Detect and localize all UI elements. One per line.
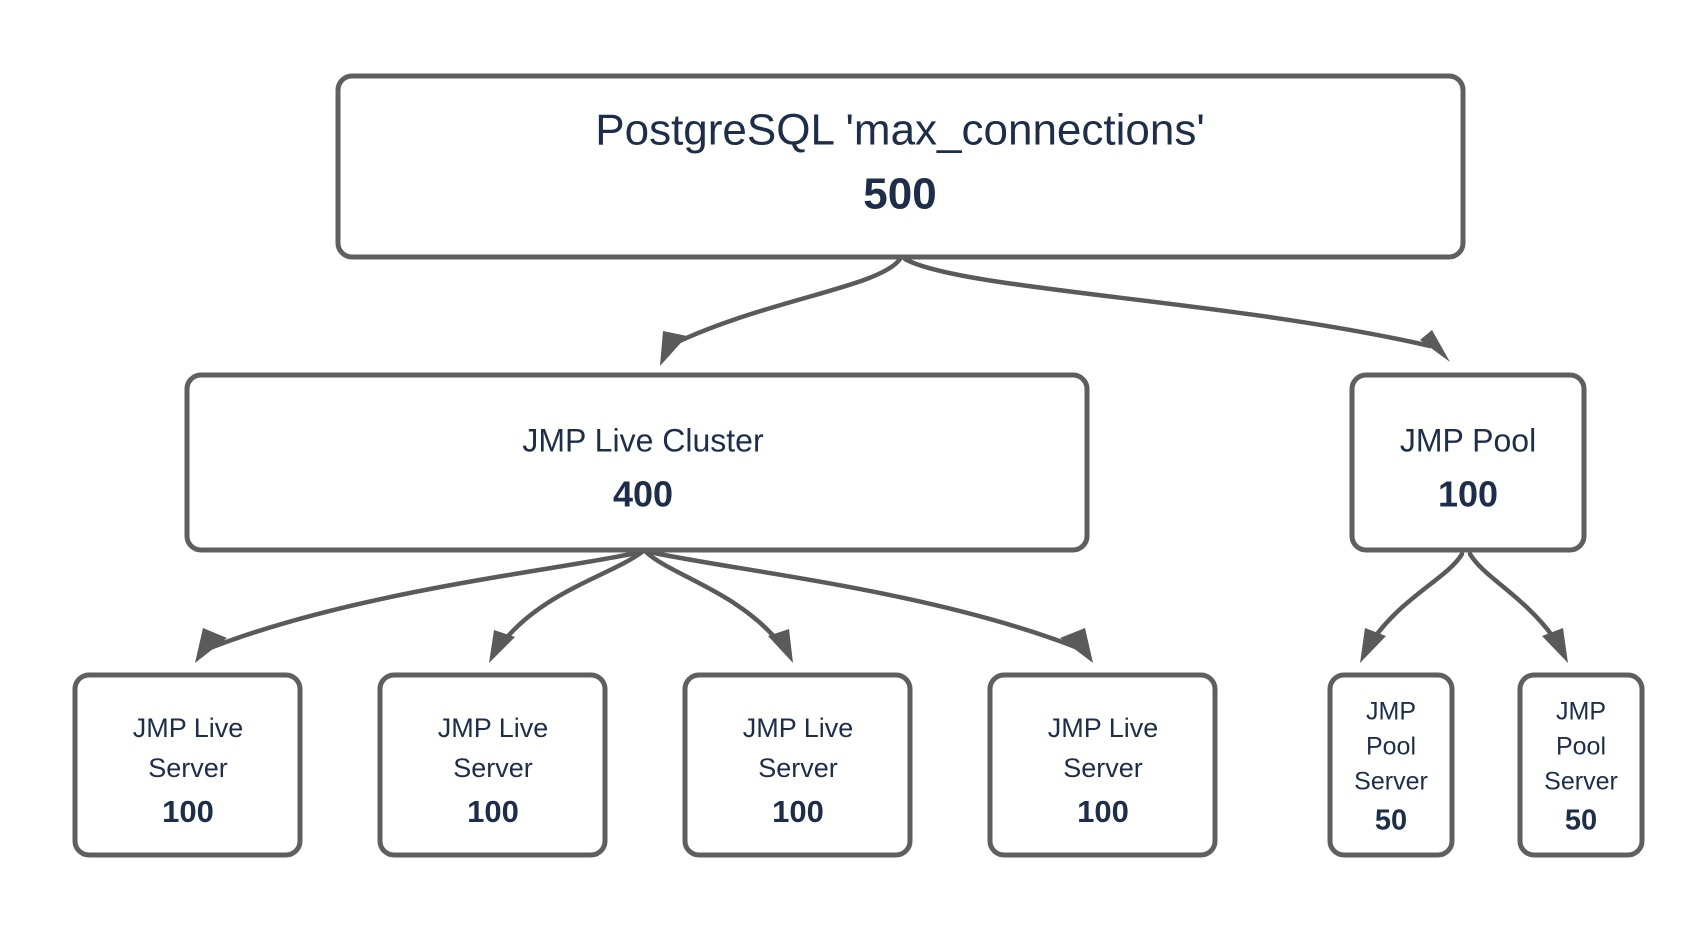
node-jmp-live-server-2[interactable]: JMP Live Server 100 (377, 672, 608, 858)
arrow-head (1060, 628, 1093, 663)
node-box[interactable] (987, 672, 1218, 858)
node-box[interactable] (335, 73, 1466, 260)
edge-cluster-to-live-server-1 (195, 549, 644, 663)
node-postgresql-max-connections[interactable]: PostgreSQL 'max_connections' 500 (335, 73, 1466, 260)
node-value: 100 (1438, 474, 1498, 515)
edge-line (647, 549, 1081, 651)
node-label: PostgreSQL 'max_connections' (595, 106, 1205, 155)
node-value: 100 (162, 794, 214, 829)
arrow-head (489, 630, 515, 663)
node-label-line2: Pool (1556, 733, 1606, 761)
node-value: 50 (1565, 805, 1597, 837)
node-jmp-live-server-4[interactable]: JMP Live Server 100 (987, 672, 1218, 858)
node-label-line2: Server (148, 753, 228, 783)
edge-line (207, 549, 644, 651)
arrow-head (660, 331, 687, 366)
edge-line (902, 256, 1433, 349)
node-jmp-pool-server-1[interactable]: JMP Pool Server 50 (1327, 672, 1455, 858)
edge-root-to-pool (902, 256, 1450, 362)
node-label-line2: Server (453, 753, 533, 783)
node-label-line3: Server (1544, 768, 1618, 796)
node-value: 100 (772, 794, 824, 829)
edge-line (1467, 551, 1561, 647)
node-jmp-live-server-1[interactable]: JMP Live Server 100 (72, 672, 303, 858)
node-box[interactable] (377, 672, 608, 858)
node-jmp-pool[interactable]: JMP Pool 100 (1349, 372, 1587, 553)
edge-pool-to-pool-server-2 (1467, 551, 1568, 663)
node-jmp-live-server-3[interactable]: JMP Live Server 100 (682, 672, 913, 858)
arrow-head (1360, 628, 1386, 663)
node-box[interactable] (1517, 672, 1645, 858)
node-label-line2: Pool (1366, 733, 1416, 761)
node-label-line1: JMP Live (1048, 713, 1159, 743)
node-label-line1: JMP Live (133, 713, 244, 743)
edge-cluster-to-live-server-2 (489, 549, 645, 663)
node-label: JMP Pool (1400, 422, 1536, 458)
edge-pool-to-pool-server-1 (1360, 551, 1465, 663)
node-value: 500 (863, 170, 936, 219)
node-jmp-pool-server-2[interactable]: JMP Pool Server 50 (1517, 672, 1645, 858)
node-value: 100 (467, 794, 519, 829)
arrow-head (195, 628, 227, 663)
arrow-head (1542, 628, 1568, 663)
node-label-line1: JMP Live (743, 713, 854, 743)
node-label-line2: Server (758, 753, 838, 783)
node-label-line2: Server (1063, 753, 1143, 783)
node-label-line1: JMP (1556, 698, 1606, 726)
node-jmp-live-cluster[interactable]: JMP Live Cluster 400 (184, 372, 1090, 553)
edge-line (497, 549, 645, 649)
node-label: JMP Live Cluster (522, 422, 764, 458)
node-box[interactable] (184, 372, 1090, 553)
edge-line (643, 549, 785, 649)
node-value: 100 (1077, 794, 1129, 829)
edge-line (662, 256, 903, 351)
edge-cluster-to-live-server-4 (647, 549, 1093, 663)
node-box[interactable] (72, 672, 303, 858)
arrow-head (768, 629, 793, 663)
node-box[interactable] (1349, 372, 1587, 553)
edge-root-to-live-cluster (660, 256, 903, 366)
node-value: 50 (1375, 805, 1407, 837)
node-label-line3: Server (1354, 768, 1428, 796)
node-label-line1: JMP (1366, 698, 1416, 726)
edge-cluster-to-live-server-3 (643, 549, 793, 663)
node-value: 400 (613, 474, 673, 515)
node-label-line1: JMP Live (438, 713, 549, 743)
edge-line (1367, 551, 1465, 647)
node-box[interactable] (1327, 672, 1455, 858)
node-box[interactable] (682, 672, 913, 858)
arrow-head (1420, 330, 1450, 362)
